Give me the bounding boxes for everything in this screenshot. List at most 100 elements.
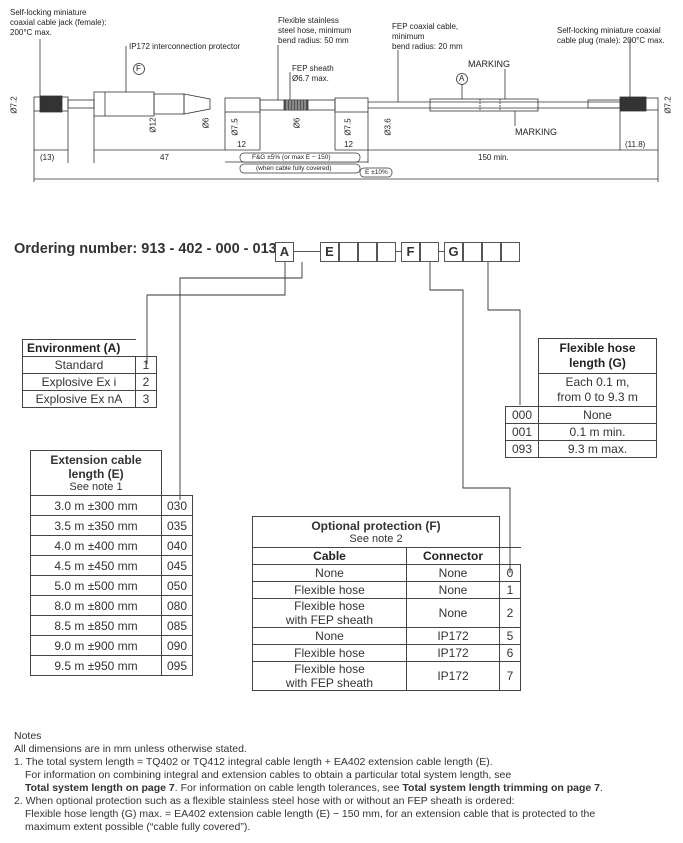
ext-row-7-label: 8.5 m ±850 mm <box>30 615 162 636</box>
environment-title: Environment (A) <box>22 339 136 357</box>
dia-right-label: Ø7.2 <box>663 96 673 114</box>
protection-title: Optional protection (F) <box>311 519 441 533</box>
order-box-f2 <box>420 242 439 262</box>
hose-desc: Each 0.1 m, from 0 to 9.3 m <box>538 373 657 407</box>
ext-row-4-code: 045 <box>161 555 193 576</box>
note-1b: For information on combining integral an… <box>25 769 512 781</box>
flexible-hose-table: Flexible hose length (G) Each 0.1 m, fro… <box>505 338 657 458</box>
fep-cable-label: FEP coaxial cable, minimum bend radius: … <box>392 22 463 51</box>
extension-note: See note 1 <box>69 481 123 493</box>
note-1c-link1: Total system length on page 7 <box>25 782 175 794</box>
order-box-e3 <box>358 242 377 262</box>
note-1a: 1. The total system length = TQ402 or TQ… <box>14 756 493 768</box>
hose-row-3-code: 093 <box>505 440 539 458</box>
order-box-g: G <box>444 242 463 262</box>
marking-label-bottom: MARKING <box>515 127 558 137</box>
note-2a: 2. When optional protection such as a fl… <box>14 795 515 807</box>
ext-row-4-label: 4.5 m ±450 mm <box>30 555 162 576</box>
ext-row-8-label: 9.0 m ±900 mm <box>30 635 162 656</box>
ext-row-1-label: 3.0 m ±300 mm <box>30 495 162 516</box>
ext-row-1-code: 030 <box>161 495 193 516</box>
prot-row-4-connector: IP172 <box>406 627 500 645</box>
dia-6b-label: Ø6 <box>292 117 302 129</box>
prot-row-5-connector: IP172 <box>406 644 500 662</box>
prot-row-2-connector: None <box>406 581 500 599</box>
ext-row-3-code: 040 <box>161 535 193 556</box>
protection-note: See note 2 <box>349 533 403 545</box>
note-1c-text: . For information on cable length tolera… <box>174 782 403 794</box>
marker-f: F <box>136 64 141 73</box>
order-box-e4 <box>377 242 396 262</box>
notes-section: Notes All dimensions are in mm unless ot… <box>14 730 674 834</box>
prot-row-3-connector: None <box>406 598 500 628</box>
env-row-2-label: Explosive Ex i <box>22 373 136 391</box>
hose-row-1-code: 000 <box>505 406 539 424</box>
dim-e: E ±10% <box>365 169 388 176</box>
dia-6a-label: Ø6 <box>201 117 211 129</box>
order-box-g2 <box>463 242 482 262</box>
extension-table: Extension cable length (E)See note 1 3.0… <box>30 450 193 676</box>
prot-row-6-connector: IP172 <box>406 661 500 691</box>
note-2c: maximum extent possible (“cable fully co… <box>25 821 251 833</box>
dim-fg-note: (when cable fully covered) <box>256 165 332 172</box>
ip172-label: IP172 interconnection protector <box>129 42 241 51</box>
extension-title: Extension cable length (E) <box>50 453 142 481</box>
marking-label-top: MARKING <box>468 59 511 69</box>
ext-row-3-label: 4.0 m ±400 mm <box>30 535 162 556</box>
order-box-f: F <box>401 242 420 262</box>
protection-col-connector: Connector <box>406 547 500 565</box>
order-box-e: E <box>320 242 339 262</box>
ext-row-9-label: 9.5 m ±950 mm <box>30 655 162 676</box>
note-1c: Total system length on page 7. For infor… <box>14 782 674 795</box>
ordering-label: Ordering number: 913 - 402 - 000 - 013 - <box>14 241 286 257</box>
plug-label: Self-locking miniature coaxial cable plu… <box>557 26 665 45</box>
ext-row-5-label: 5.0 m ±500 mm <box>30 575 162 596</box>
env-row-1-label: Standard <box>22 356 136 374</box>
ext-row-9-code: 095 <box>161 655 193 676</box>
prot-row-2-cable: Flexible hose <box>252 581 407 599</box>
ext-row-2-label: 3.5 m ±350 mm <box>30 515 162 536</box>
cable-drawing <box>33 39 659 182</box>
ext-row-6-code: 080 <box>161 595 193 616</box>
dim-118: (11.8) <box>625 140 646 149</box>
order-box-g3 <box>482 242 501 262</box>
ext-row-6-label: 8.0 m ±800 mm <box>30 595 162 616</box>
note-1c-link2: Total system length trimming on page 7 <box>402 782 600 794</box>
prot-row-2-code: 1 <box>499 581 521 599</box>
ext-row-5-code: 050 <box>161 575 193 596</box>
dia-75a-label: Ø7.5 <box>230 118 240 136</box>
dim-fg: F&G ±5% (or max E − 150) <box>252 154 331 161</box>
prot-row-1-connector: None <box>406 564 500 582</box>
env-row-3-code: 3 <box>135 390 157 408</box>
env-row-1-code: 1 <box>135 356 157 374</box>
dia-75b-label: Ø7.5 <box>343 118 353 136</box>
ext-row-2-code: 035 <box>161 515 193 536</box>
dia-12-label: Ø12 <box>148 117 158 133</box>
dia-36-label: Ø3.6 <box>383 118 393 136</box>
dim-13: (13) <box>40 153 55 162</box>
prot-row-4-cable: None <box>252 627 407 645</box>
hose-title: Flexible hose length (G) <box>538 338 657 374</box>
hose-label: Flexible stainless steel hose, minimum b… <box>278 16 352 45</box>
dim-12a: 12 <box>237 140 246 149</box>
hose-row-2-code: 001 <box>505 423 539 441</box>
env-row-3-label: Explosive Ex nA <box>22 390 136 408</box>
prot-row-1-cable: None <box>252 564 407 582</box>
hose-row-3-label: 9.3 m max. <box>538 440 657 458</box>
order-box-e2 <box>339 242 358 262</box>
dim-150: 150 min. <box>478 153 509 162</box>
prot-row-6-code: 7 <box>499 661 521 691</box>
hose-row-2-label: 0.1 m min. <box>538 423 657 441</box>
extension-header: Extension cable length (E)See note 1 <box>30 450 162 496</box>
note-1c-end: . <box>599 782 603 794</box>
prot-row-4-code: 5 <box>499 627 521 645</box>
prot-row-1-code: 0 <box>499 564 521 582</box>
note-2b: Flexible hose length (G) max. = EA402 ex… <box>25 808 596 820</box>
marker-a: A <box>459 74 465 83</box>
prot-row-5-cable: Flexible hose <box>252 644 407 662</box>
dim-47: 47 <box>160 153 169 162</box>
notes-line0: All dimensions are in mm unless otherwis… <box>14 743 247 755</box>
order-box-a: A <box>275 242 294 262</box>
